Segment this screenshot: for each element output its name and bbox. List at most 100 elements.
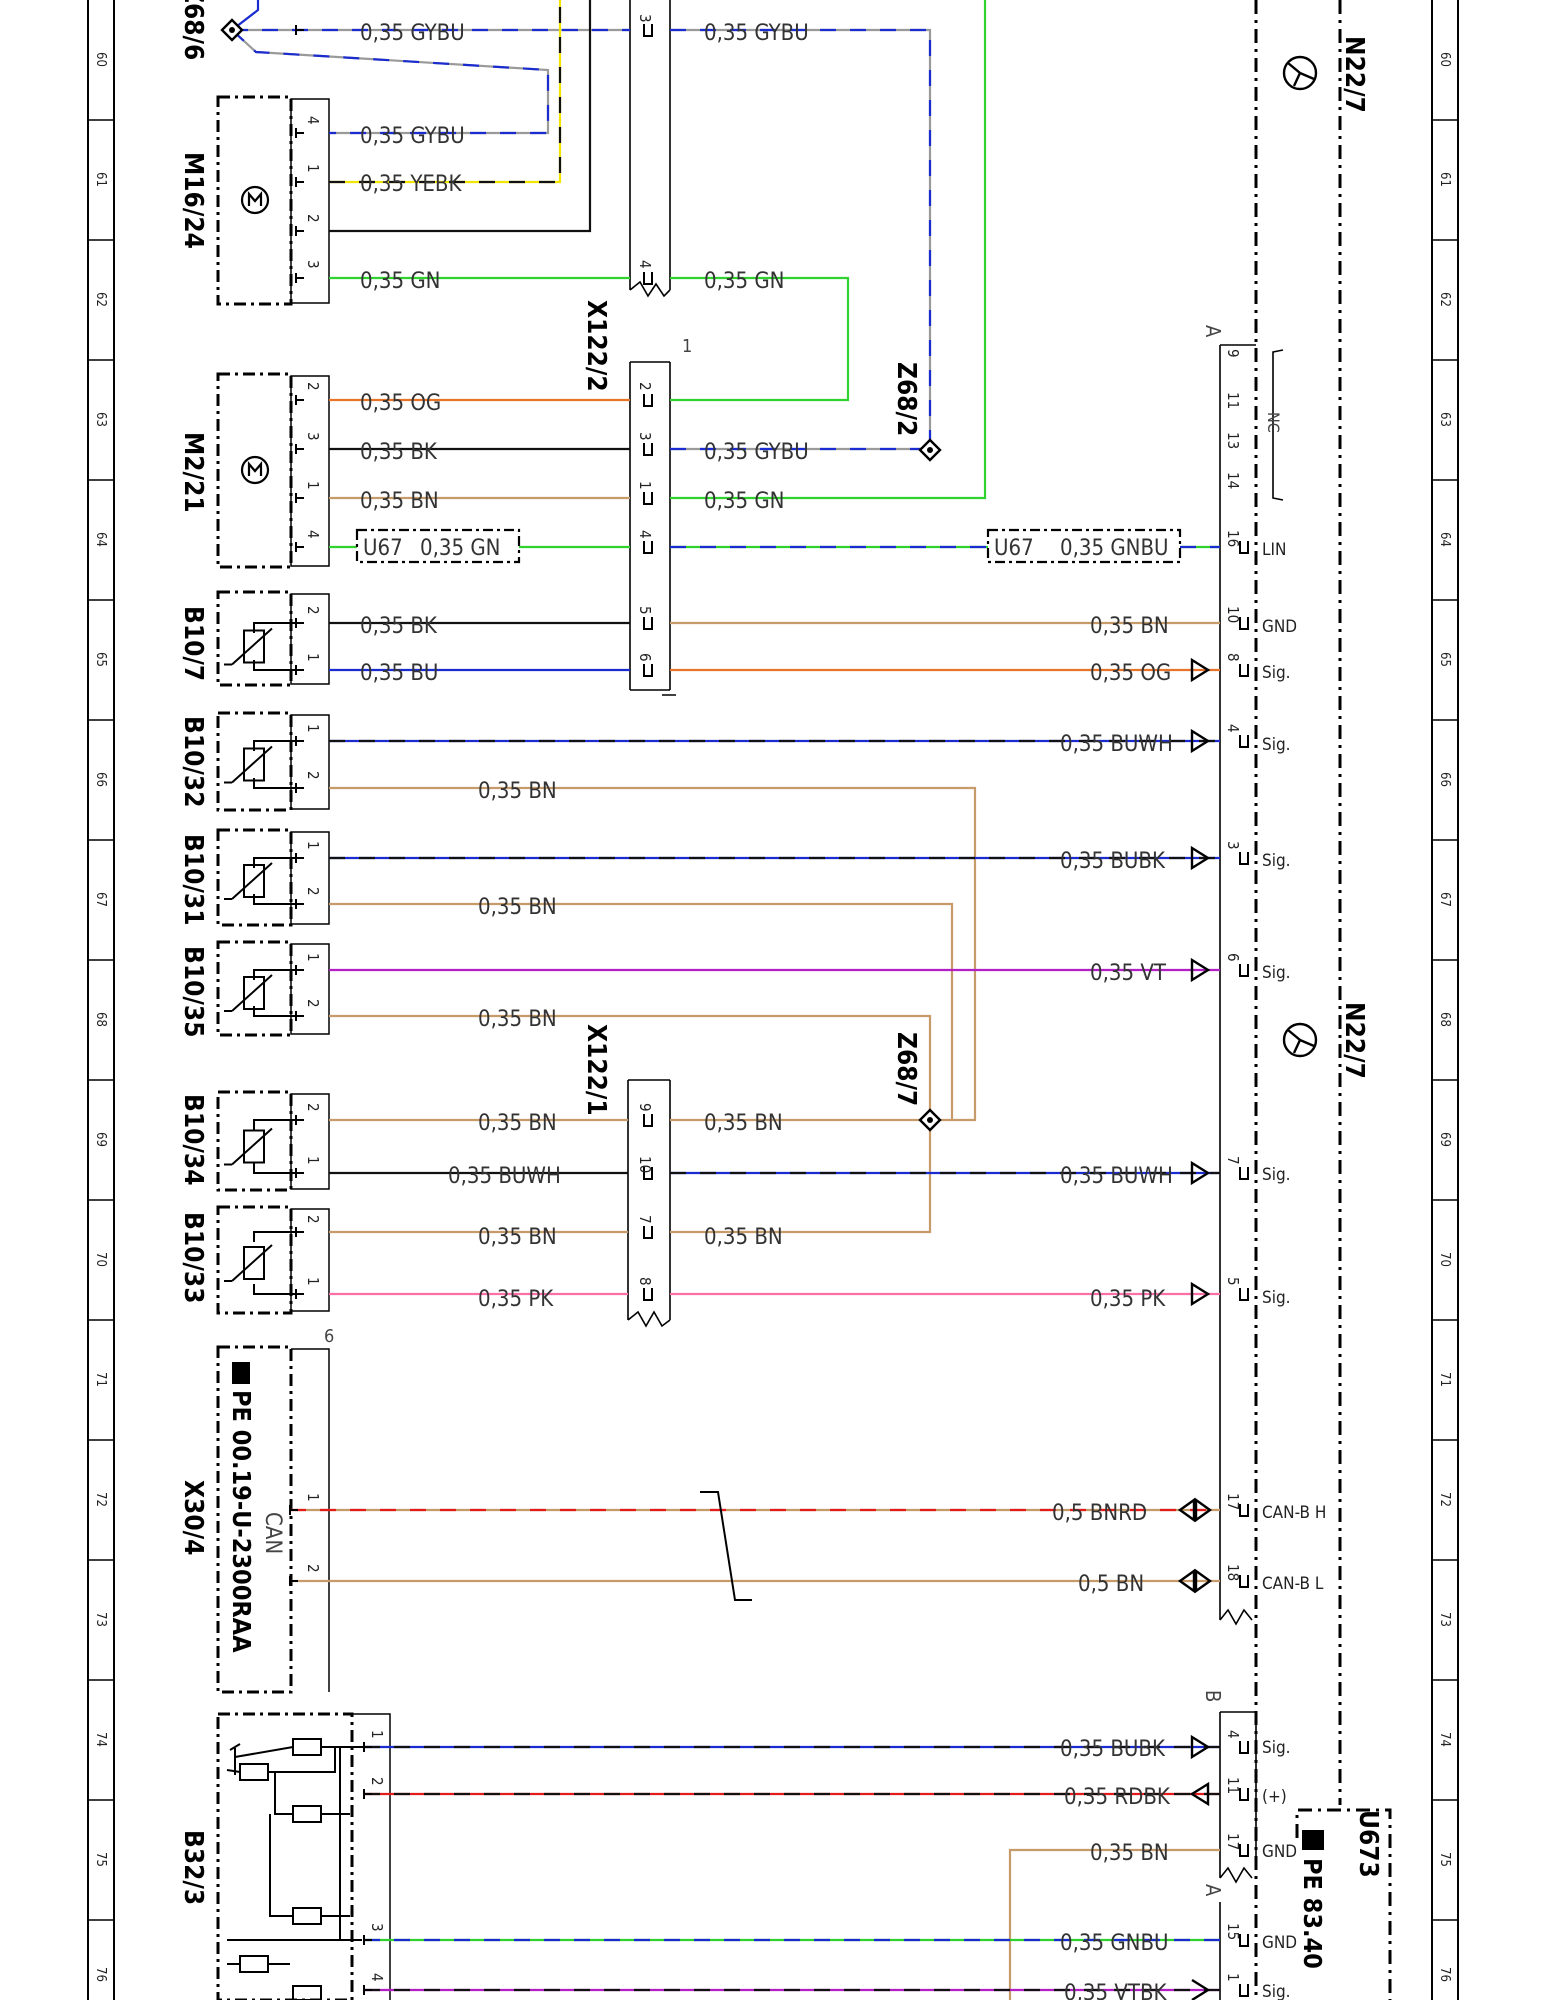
wire-label: 0,35 BN	[1090, 614, 1169, 639]
pin-mark	[643, 1226, 653, 1239]
row-number: 66	[93, 772, 108, 787]
component-label: N22/7	[1339, 36, 1369, 113]
pin-number: 4	[636, 260, 654, 269]
pin-mark	[1239, 1504, 1249, 1517]
pin-number: 5	[636, 606, 654, 615]
pin-number: 4	[636, 530, 654, 539]
sensor-variable-arrow	[224, 627, 273, 666]
pin-mark	[1239, 1167, 1249, 1180]
row-number: 66	[1437, 772, 1452, 787]
component-label: B10/35	[178, 946, 208, 1037]
row-number: 76	[93, 1967, 108, 1982]
pin-mark	[295, 226, 304, 236]
component-pin-strips	[290, 98, 391, 2000]
component-label: X122/2	[581, 300, 611, 392]
wire-label: U67	[994, 536, 1034, 561]
junctions	[220, 18, 942, 1132]
signal-arrow	[1189, 1781, 1210, 1807]
row-number: 70	[1437, 1252, 1452, 1267]
ecu-signal-label: Sig.	[1262, 851, 1291, 871]
motor-icon	[240, 185, 270, 215]
n22-7-ecu-icon-bottom	[1282, 1022, 1318, 1058]
pin-number: 7	[1224, 1156, 1242, 1165]
wire-label: 0,35 BN	[1090, 1841, 1169, 1866]
row-number: 68	[93, 1012, 108, 1027]
pin-number: 2	[304, 1564, 322, 1573]
component-label: N22/7	[1339, 1002, 1369, 1079]
pin-number: 2	[636, 382, 654, 391]
pin-number: 1	[304, 481, 322, 490]
wire-label: 0,35 BUBK	[1060, 1737, 1166, 1762]
row-number: 69	[1437, 1132, 1452, 1147]
wire-label: 0,35 BN	[478, 1225, 557, 1250]
component-label: X122/1	[581, 1024, 611, 1116]
pin-number: 1	[304, 953, 322, 962]
pin-number: 2	[304, 1103, 322, 1112]
wire	[329, 0, 592, 233]
row-number: 65	[1437, 652, 1452, 667]
row-number: 63	[93, 412, 108, 427]
pin-mark	[1239, 852, 1249, 865]
row-number: 65	[93, 652, 108, 667]
pin-number: 2	[304, 999, 322, 1008]
bidirectional-arrow	[1177, 1497, 1213, 1523]
component-label: Z68/7	[891, 1032, 921, 1106]
pin-mark	[295, 395, 304, 405]
pin-number: 7	[636, 1215, 654, 1224]
signal-arrow	[1190, 1734, 1211, 1760]
pin-mark	[643, 272, 653, 285]
row-number: 72	[93, 1492, 108, 1507]
ecu-signal-label: GND	[1262, 617, 1297, 637]
wire-label: 0,35 YEBK	[360, 172, 463, 197]
pin-mark	[295, 25, 304, 35]
pin-number: 11	[1224, 392, 1242, 409]
twisted-pair-marker	[700, 1491, 752, 1601]
pin-mark	[1239, 1288, 1249, 1301]
wire-label: 0,35 BK	[360, 440, 438, 465]
pin-mark	[643, 541, 653, 554]
b10-7-box	[216, 590, 293, 687]
pin-mark	[1239, 964, 1249, 977]
row-number: 63	[1437, 412, 1452, 427]
wire-label: 0,35 GNBU	[1060, 1931, 1169, 1956]
wire-label: 0,35 BN	[704, 1111, 783, 1136]
ecu-signal-label: Sig.	[1262, 663, 1291, 683]
wire-label: 0,35 BN	[478, 779, 557, 804]
signal-arrow	[1190, 1160, 1211, 1186]
wire-label: 0,35 GN	[420, 536, 500, 561]
pin-number: 6	[1224, 953, 1242, 962]
ecu-connector-b	[1219, 1711, 1257, 2000]
b10-32-box	[216, 711, 293, 812]
wire	[231, 0, 260, 31]
pin-number: 9	[1224, 349, 1242, 358]
component-label: B10/32	[178, 716, 208, 807]
wire-label: 0,35 PK	[1090, 1287, 1166, 1312]
sensor-resistor-icon	[243, 1246, 265, 1280]
b10-31-box	[216, 828, 293, 927]
can-label: CAN	[260, 1512, 285, 1554]
signal-arrow	[1190, 845, 1211, 871]
pin-mark	[295, 128, 304, 138]
wire-stripe	[231, 29, 550, 135]
component-label: B10/7	[178, 606, 208, 681]
pin-mark	[363, 1935, 372, 1945]
component-label: B10/34	[178, 1094, 208, 1185]
pin-number: 2	[304, 1215, 322, 1224]
pin-mark	[295, 899, 304, 909]
ecu-signal-label: Sig.	[1262, 1288, 1291, 1308]
wire-label: 0,35 BUWH	[1060, 732, 1173, 757]
pin-number: 10	[636, 1156, 654, 1173]
ecu-signal-labels: LIN GND Sig. Sig. Sig. Sig. Sig. Sig. CA…	[1262, 540, 1326, 2000]
pin-number: 1	[304, 841, 322, 850]
wire-label: 0,35 BN	[478, 1111, 557, 1136]
sensor-resistor-icon	[243, 1129, 265, 1164]
sensor-variable-arrow	[224, 1127, 273, 1166]
sensor-variable-arrow	[224, 1244, 273, 1282]
pin-mark	[1239, 617, 1249, 630]
pin-mark	[295, 177, 304, 187]
misc-labels: CAN NC 1 6 A B A	[260, 325, 1283, 1897]
component-labels: Z68/6 M16/24 M2/21 B10/7 B10/32 B10/31 B…	[178, 0, 1383, 1905]
pin-mark	[295, 1289, 304, 1299]
splice-dot	[229, 27, 235, 33]
